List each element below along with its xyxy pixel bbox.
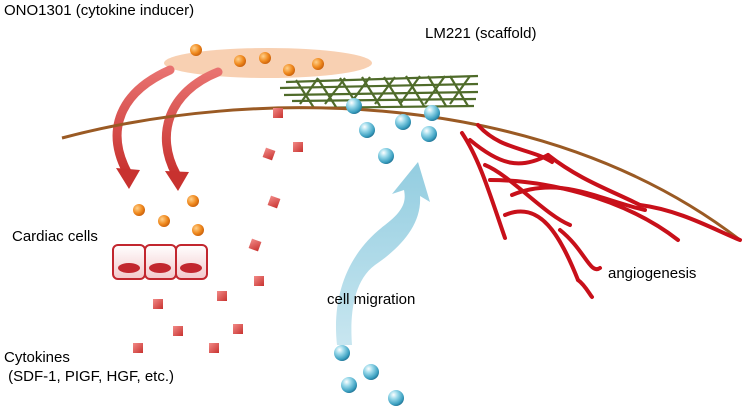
induce-arrow-right xyxy=(161,67,223,191)
heart-surface-line xyxy=(61,106,741,242)
ono-particles xyxy=(190,44,324,76)
stem-cells-top xyxy=(346,98,440,164)
cytokines xyxy=(133,108,303,353)
label-angiogenesis: angiogenesis xyxy=(608,265,697,282)
label-cell-migration: cell migration xyxy=(327,291,416,308)
label-cardiac-cells: Cardiac cells xyxy=(12,228,98,245)
scaffold-mesh xyxy=(279,74,479,110)
stem-cells-bottom xyxy=(334,345,404,406)
cardiac-cells xyxy=(112,244,208,280)
migration-arrow xyxy=(335,162,430,345)
induce-arrow-left xyxy=(112,65,175,189)
ono-particles-released xyxy=(133,195,204,236)
label-cytokines: Cytokines xyxy=(4,349,70,366)
label-lm221: LM221 (scaffold) xyxy=(425,25,537,42)
label-ono1301: ONO1301 (cytokine inducer) xyxy=(4,2,195,19)
label-cytokines-list: (SDF-1, PIGF, HGF, etc.) xyxy=(4,368,175,385)
vessel-network xyxy=(460,123,742,299)
